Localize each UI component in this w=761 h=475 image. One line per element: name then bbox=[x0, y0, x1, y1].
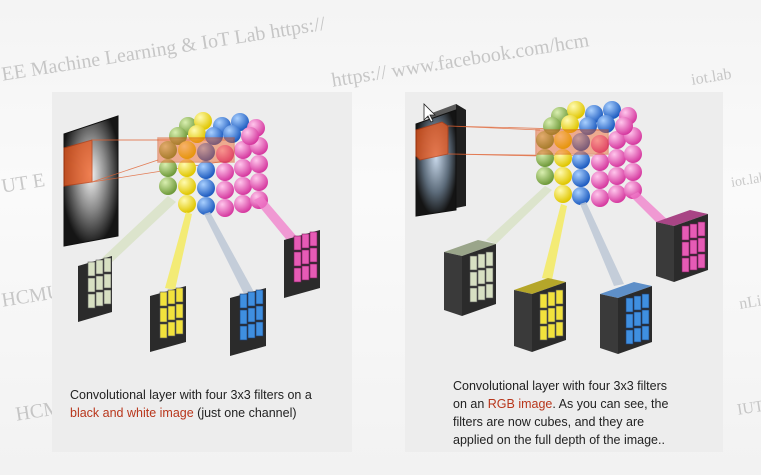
grayscale-input-image bbox=[63, 115, 119, 247]
filter-green bbox=[78, 256, 112, 322]
right-caption-suffix: . As you can see, the bbox=[552, 397, 669, 411]
right-caption-line3: filters are now cubes, and they are bbox=[453, 415, 645, 429]
filter-cube-pink bbox=[656, 210, 708, 282]
output-feature-spheres bbox=[157, 112, 268, 217]
receptive-field-box bbox=[63, 139, 93, 187]
filter-blue bbox=[230, 288, 266, 356]
filter-beams bbox=[100, 196, 298, 294]
highlighted-output-row bbox=[157, 137, 235, 163]
right-caption-line1: Convolutional layer with four 3x3 filter… bbox=[453, 379, 667, 393]
right-caption-line4: applied on the full depth of the image.. bbox=[453, 433, 665, 447]
left-caption: Convolutional layer with four 3x3 filter… bbox=[70, 386, 370, 422]
highlighted-output-row bbox=[535, 129, 609, 155]
right-caption-highlight: RGB image bbox=[487, 397, 553, 411]
right-caption-prefix: on an bbox=[453, 397, 488, 411]
output-feature-spheres bbox=[535, 101, 642, 207]
left-caption-text: Convolutional layer with four 3x3 filter… bbox=[70, 388, 312, 402]
rgb-input-image bbox=[415, 104, 466, 217]
filter-cube-green bbox=[444, 240, 496, 316]
filter-yellow bbox=[150, 286, 186, 352]
left-caption-suffix: (just one channel) bbox=[193, 406, 297, 420]
mouse-cursor-icon bbox=[423, 103, 436, 123]
filter-pink bbox=[284, 230, 320, 298]
filter-cube-yellow bbox=[514, 278, 566, 352]
right-caption: Convolutional layer with four 3x3 filter… bbox=[453, 377, 753, 449]
filter-cube-blue bbox=[600, 282, 652, 354]
left-caption-highlight: black and white image bbox=[70, 406, 194, 420]
